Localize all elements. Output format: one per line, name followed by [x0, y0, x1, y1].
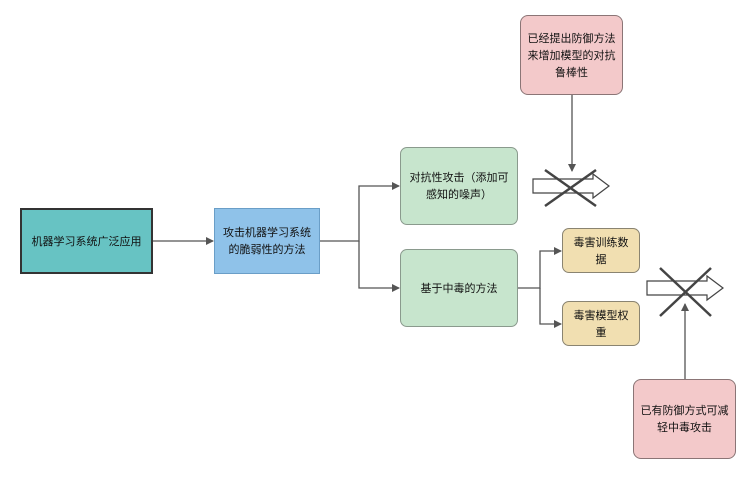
connector-poison-branch-upper	[518, 247, 562, 289]
connector-attack-branch-lower	[358, 241, 400, 292]
node-root-label: 机器学习系统广泛应用	[31, 234, 142, 248]
node-poison-weights: 毒害模型权重	[562, 301, 640, 346]
blocked-arrow-icon	[646, 274, 724, 302]
node-attack: 攻击机器学习系统的脆弱性的方法	[214, 208, 320, 274]
node-defense-poisoning: 已有防御方式可减轻中毒攻击	[633, 379, 736, 459]
node-defense-poisoning-label: 已有防御方式可减轻中毒攻击	[640, 404, 729, 434]
node-adversarial-label: 对抗性攻击（添加可感知的噪声）	[409, 171, 509, 201]
node-poisoning-label: 基于中毒的方法	[420, 281, 498, 295]
node-poisoning: 基于中毒的方法	[400, 249, 518, 327]
node-root: 机器学习系统广泛应用	[20, 208, 153, 274]
cross-icon	[544, 168, 597, 208]
node-defense-adversarial: 已经提出防御方法来增加模型的对抗鲁棒性	[520, 15, 623, 95]
blocked-arrow-icon	[532, 172, 610, 200]
node-adversarial: 对抗性攻击（添加可感知的噪声）	[400, 147, 518, 225]
cross-icon	[659, 267, 712, 317]
node-poison-weights-label: 毒害模型权重	[573, 308, 629, 339]
connector-attack-branch	[320, 182, 400, 242]
node-attack-label: 攻击机器学习系统的脆弱性的方法	[223, 226, 311, 256]
node-poison-data-label: 毒害训练数据	[573, 235, 629, 266]
node-poison-data: 毒害训练数据	[562, 228, 640, 273]
connector-poison-branch-lower	[539, 288, 562, 328]
node-defense-adversarial-label: 已经提出防御方法来增加模型的对抗鲁棒性	[527, 31, 616, 79]
